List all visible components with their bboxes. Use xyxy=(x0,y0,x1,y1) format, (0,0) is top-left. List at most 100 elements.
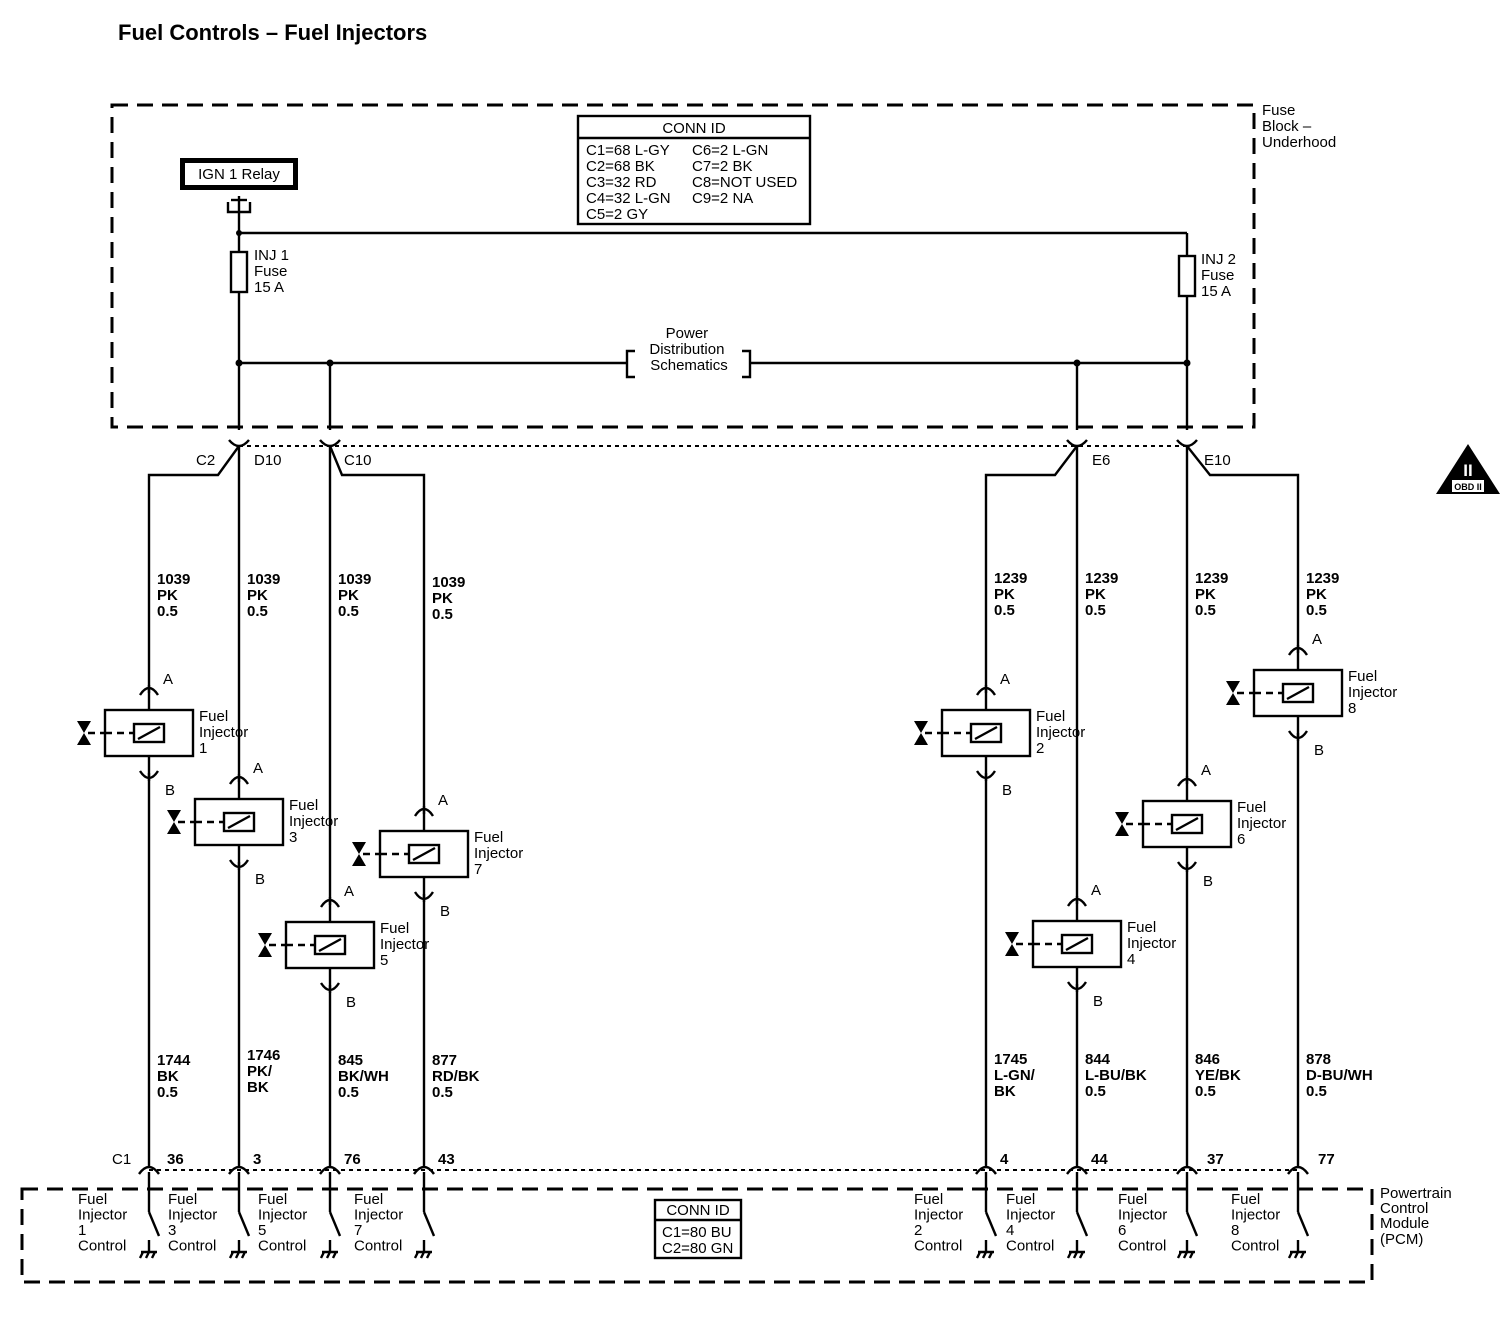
ground-icon xyxy=(1066,1250,1085,1259)
lower-wire-label: 0.5 xyxy=(432,1084,453,1101)
injector-layer: ABFuelInjector11039PK0.51744BK0.536FuelI… xyxy=(77,570,1397,1259)
pin-b-label: B xyxy=(440,903,450,920)
pcm-control-label: Control xyxy=(78,1238,126,1255)
pin-a-label: A xyxy=(253,760,263,777)
pcm-control-label: 1 xyxy=(78,1222,86,1239)
driver-switch-icon xyxy=(147,1211,161,1237)
fuse-label-line: INJ 1 xyxy=(254,247,289,264)
injector-label: Injector xyxy=(1237,815,1286,832)
fuel-injector-6: ABFuelInjector61239PK0.5846YE/BK0.537Fue… xyxy=(1115,570,1286,1259)
lower-wire-label: YE/BK xyxy=(1195,1067,1241,1084)
injector-label: 3 xyxy=(289,829,297,846)
upper-wire-label: 1239 xyxy=(1195,570,1228,587)
lower-wire-label: BK/WH xyxy=(338,1068,389,1085)
fuse-conn-id-table xyxy=(576,114,812,226)
pcm-control-label: 7 xyxy=(354,1222,362,1239)
pcm-pin-connector xyxy=(1066,1165,1088,1175)
injector-label: Fuel xyxy=(1127,919,1156,936)
lower-wire-label: PK/ xyxy=(247,1063,273,1080)
conn-id-entry: C2=80 GN xyxy=(662,1240,733,1257)
ground-icon xyxy=(228,1250,247,1259)
driver-switch-icon xyxy=(237,1211,251,1237)
upper-wire-label: 0.5 xyxy=(432,606,453,623)
upper-wire-label: 0.5 xyxy=(1306,602,1327,619)
fuse-block-boundary xyxy=(110,103,1256,429)
inj2-fuse-label: INJ 2 Fuse 15 A xyxy=(1201,251,1240,300)
lower-wire-label: 846 xyxy=(1195,1051,1220,1068)
diagram-title: Fuel Controls – Fuel Injectors xyxy=(118,20,427,45)
pin-a-label: A xyxy=(163,671,173,688)
injector-label: Injector xyxy=(199,724,248,741)
pin-b-connector xyxy=(975,770,997,780)
pcm-pin-number: 4 xyxy=(1000,1151,1009,1168)
pin-a-connector xyxy=(1176,777,1198,787)
inj1-fuse xyxy=(229,250,249,294)
fuse-connector-e10: E10 xyxy=(1204,452,1231,469)
upper-wire-label: 0.5 xyxy=(1085,602,1106,619)
injector-label: 4 xyxy=(1127,951,1135,968)
pcm-control-label: Fuel xyxy=(78,1191,107,1208)
pcm-control-label: Fuel xyxy=(914,1191,943,1208)
pin-a-label: A xyxy=(438,792,448,809)
pcm-control-label: Fuel xyxy=(168,1191,197,1208)
pin-b-label: B xyxy=(1203,873,1213,890)
ground-icon xyxy=(975,1250,994,1259)
power-dist-line: Schematics xyxy=(650,357,728,374)
fuel-injector-3: ABFuelInjector31039PK0.51746PK/BK3FuelIn… xyxy=(167,571,338,1259)
power-dist-bracket-left xyxy=(625,349,635,379)
conn-id-entry: C4=32 L-GN xyxy=(586,190,671,207)
pcm-label-line: Powertrain xyxy=(1380,1185,1452,1202)
lower-wire-label: L-BU/BK xyxy=(1085,1067,1147,1084)
lower-wire-label: 0.5 xyxy=(338,1084,359,1101)
fuse-label-line: 15 A xyxy=(254,279,284,296)
upper-wire-label: 1039 xyxy=(338,571,371,588)
lower-wire-label: RD/BK xyxy=(432,1068,480,1085)
conn-id-entry: C3=32 RD xyxy=(586,174,657,191)
lower-wire-label: L-GN/ xyxy=(994,1067,1036,1084)
fuel-injector-2: ABFuelInjector21239PK0.51745L-GN/BK4Fuel… xyxy=(914,570,1085,1259)
pcm-boundary xyxy=(20,1187,1374,1284)
pin-a-connector xyxy=(1066,897,1088,907)
pin-a-connector xyxy=(975,686,997,696)
fuse-connector-c10: C10 xyxy=(344,452,372,469)
pcm-control-label: Injector xyxy=(1118,1207,1167,1224)
injector-label: Fuel xyxy=(380,920,409,937)
injector-label: Injector xyxy=(289,813,338,830)
lower-wire-label: 0.5 xyxy=(157,1084,178,1101)
injector-label: 7 xyxy=(474,861,482,878)
injector-valve-icon xyxy=(1005,932,1019,956)
pin-a-connector xyxy=(228,775,250,785)
upper-wire-label: PK xyxy=(1085,586,1106,603)
lower-wire-label: BK xyxy=(994,1083,1016,1100)
fuse-block-label-line: Fuse xyxy=(1262,102,1295,119)
conn-id-entry: C9=2 NA xyxy=(692,190,753,207)
power-dist-bracket-right xyxy=(742,349,752,379)
upper-wire-label: PK xyxy=(1306,586,1327,603)
pin-b-connector xyxy=(228,859,250,869)
pcm-pin-number: 37 xyxy=(1207,1151,1224,1168)
pcm-control-label: Control xyxy=(1118,1238,1166,1255)
injector-valve-icon xyxy=(1226,681,1240,705)
upper-wire-label: PK xyxy=(994,586,1015,603)
pcm-pin-connector xyxy=(975,1165,997,1175)
pin-b-connector xyxy=(413,891,435,901)
upper-wire-label: 0.5 xyxy=(1195,602,1216,619)
upper-wire-label: 0.5 xyxy=(338,603,359,620)
injector-label: 5 xyxy=(380,952,388,969)
connector-e6 xyxy=(1066,439,1088,448)
pin-b-connector xyxy=(1066,981,1088,991)
fuse-connector-e6: E6 xyxy=(1092,452,1110,469)
pin-b-label: B xyxy=(346,994,356,1011)
pcm-pin-connector xyxy=(413,1165,435,1175)
driver-switch-icon xyxy=(422,1211,436,1237)
fuse-block-label-line: Block – xyxy=(1262,118,1312,135)
upper-wire-label: PK xyxy=(247,587,268,604)
pcm-control-label: 3 xyxy=(168,1222,176,1239)
fuel-injector-1: ABFuelInjector11039PK0.51744BK0.536FuelI… xyxy=(77,571,248,1259)
conn-id-entry: C7=2 BK xyxy=(692,158,752,175)
power-dist-line: Power xyxy=(666,325,709,342)
pcm-control-label: Injector xyxy=(168,1207,217,1224)
pin-b-connector xyxy=(138,770,160,780)
driver-switch-icon xyxy=(1075,1211,1089,1237)
